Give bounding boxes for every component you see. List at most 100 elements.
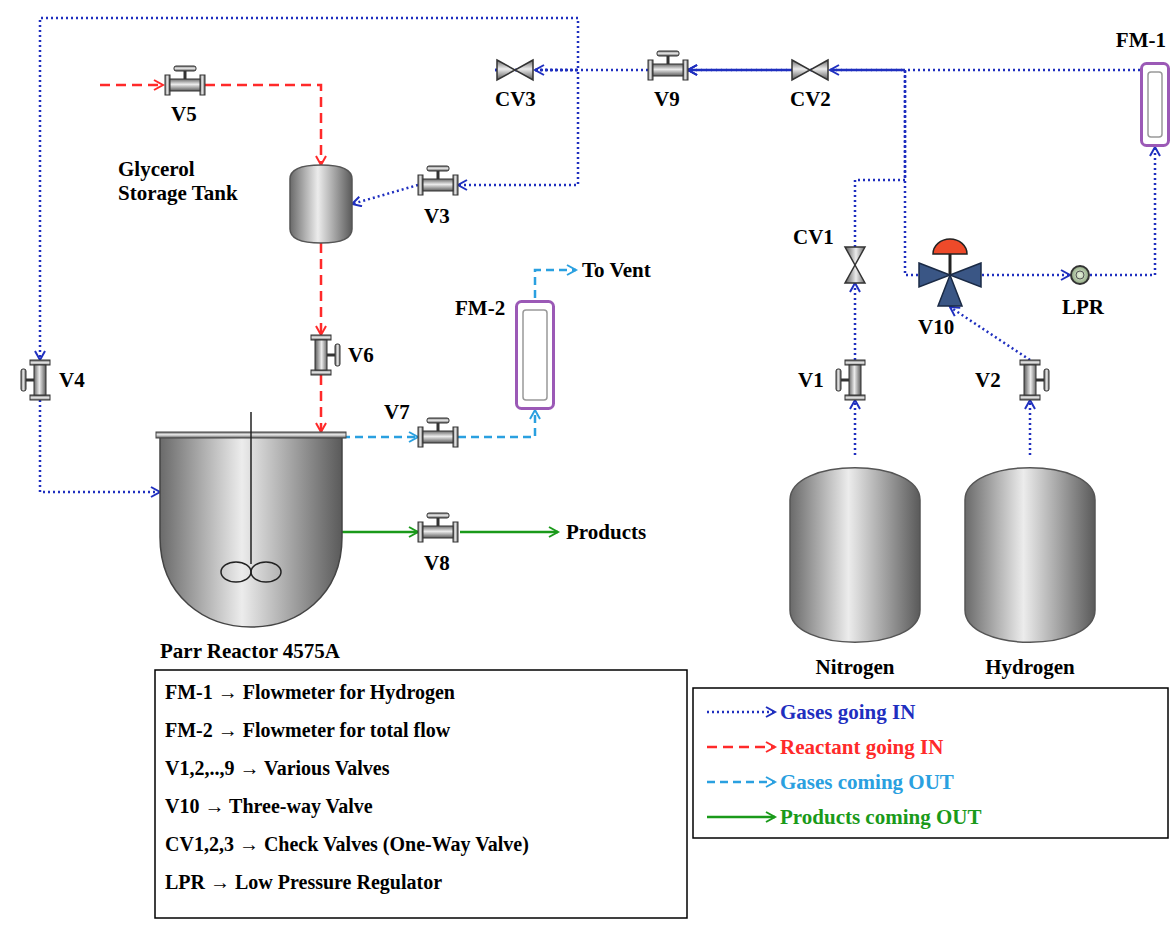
equipment-label: Parr Reactor 4575A <box>160 639 340 663</box>
gate-valve-symbol <box>165 74 205 96</box>
legend-sample <box>705 735 780 759</box>
gate-valve: V9 <box>648 59 688 81</box>
gate-valve: V7 <box>418 426 458 448</box>
flowmeter: FM-2 <box>515 300 555 410</box>
pipe-connector <box>40 18 578 360</box>
pipe-connector <box>458 70 578 185</box>
check-valve: CV3 <box>495 59 535 81</box>
check-valve: CV2 <box>790 59 830 81</box>
reactor-vessel: Parr Reactor 4575A <box>160 432 342 632</box>
product-line <box>460 531 558 534</box>
equipment-label: CV1 <box>793 225 834 249</box>
storage-tank: Glycerol Storage Tank <box>290 165 352 243</box>
gate-valve-symbol <box>418 426 458 448</box>
note-line: FM-2 → Flowmeter for total flow <box>165 718 450 742</box>
equipment-label: V8 <box>424 551 450 575</box>
pipe-connector <box>688 70 905 247</box>
vent-line <box>535 270 576 298</box>
legend-sample <box>705 770 780 794</box>
pipe-connector <box>1090 147 1155 275</box>
equipment-label: FM-2 <box>455 296 505 320</box>
legend-text: Reactant going IN <box>780 735 943 759</box>
vent-label: To Vent <box>582 258 651 282</box>
equipment-label: V10 <box>918 315 954 339</box>
legend-text: Gases coming OUT <box>780 770 954 794</box>
storage-tank-symbol <box>290 165 352 243</box>
legend-text: Gases going IN <box>780 700 915 724</box>
gate-valve: V5 <box>165 74 205 96</box>
note-line: V10 → Three-way Valve <box>165 794 373 818</box>
gate-valve-symbol <box>29 360 51 400</box>
gate-valve-symbol <box>418 521 458 543</box>
equipment-label: FM-1 <box>1116 28 1166 52</box>
equipment-label: V2 <box>975 368 1001 392</box>
notes-box <box>155 670 687 918</box>
equipment-label: CV2 <box>790 87 831 111</box>
legend-sample <box>705 805 780 829</box>
pipe-connector <box>1029 400 1032 455</box>
equipment-label: LPR <box>1062 295 1104 319</box>
pipe-connector <box>854 283 857 360</box>
check-valve: CV1 <box>845 247 865 283</box>
pressure-regulator: LPR <box>1070 265 1090 285</box>
pressure-regulator-symbol <box>1070 265 1090 285</box>
pipe-connector <box>854 400 857 455</box>
equipment-label: Hydrogen <box>965 655 1095 679</box>
pipe-connector <box>950 307 1030 360</box>
equipment-label: V1 <box>798 368 824 392</box>
gate-valve-symbol <box>418 174 458 196</box>
note-line: CV1,2,3 → Check Valves (One-Way Valve) <box>165 832 529 856</box>
gate-valve: V4 <box>29 360 51 400</box>
gas-cylinder: Nitrogen <box>790 455 920 650</box>
gas-cylinder: Hydrogen <box>965 455 1095 650</box>
gate-valve: V6 <box>310 335 332 375</box>
gate-valve: V1 <box>844 360 866 400</box>
note-line: V1,2,..,9 → Various Valves <box>165 756 390 780</box>
note-line: FM-1 → Flowmeter for Hydrogen <box>165 680 455 704</box>
equipment-label: V4 <box>59 368 85 392</box>
gate-valve: V2 <box>1019 360 1041 400</box>
gas-cylinder-symbol <box>790 455 920 650</box>
pipe-connector <box>688 70 918 275</box>
pipe-connector <box>458 410 535 437</box>
flowmeter-symbol <box>1140 62 1170 147</box>
pipe-connector <box>205 85 321 165</box>
pipe-connector <box>320 375 323 432</box>
gate-valve-symbol <box>844 360 866 400</box>
pipe-connector <box>320 243 323 335</box>
equipment-label: V5 <box>171 102 197 126</box>
equipment-label: Nitrogen <box>790 655 920 679</box>
pipe-connector <box>688 69 790 72</box>
pipe-connector <box>982 274 1070 277</box>
equipment-label: V9 <box>654 87 680 111</box>
flowmeter: FM-1 <box>1140 62 1170 147</box>
pipe-connector <box>352 185 418 204</box>
equipment-label: V6 <box>348 343 374 367</box>
three-way-valve: V10 <box>918 243 982 307</box>
three-way-valve-symbol <box>918 243 982 307</box>
check-valve-symbol <box>495 59 535 81</box>
gate-valve-symbol <box>310 335 332 375</box>
legend-box <box>693 688 1168 838</box>
flowmeter-symbol <box>515 300 555 410</box>
gate-valve: V3 <box>418 174 458 196</box>
gas-cylinder-symbol <box>965 455 1095 650</box>
equipment-label: V3 <box>424 204 450 228</box>
equipment-label: Glycerol Storage Tank <box>118 157 268 205</box>
reactant-inlet-line <box>100 84 163 87</box>
equipment-label: CV3 <box>495 87 536 111</box>
pipe-connector <box>342 531 418 534</box>
gate-valve-symbol <box>648 59 688 81</box>
check-valve-symbol <box>790 59 830 81</box>
gate-valve: V8 <box>418 521 458 543</box>
pipe-connector <box>342 436 418 439</box>
legend-text: Products coming OUT <box>780 805 981 829</box>
product-label: Products <box>566 520 646 544</box>
gate-valve-symbol <box>1019 360 1041 400</box>
note-line: LPR → Low Pressure Regulator <box>165 870 442 894</box>
reactor-vessel-symbol <box>160 432 342 632</box>
check-valve-symbol <box>845 247 865 283</box>
equipment-label: V7 <box>384 400 410 424</box>
